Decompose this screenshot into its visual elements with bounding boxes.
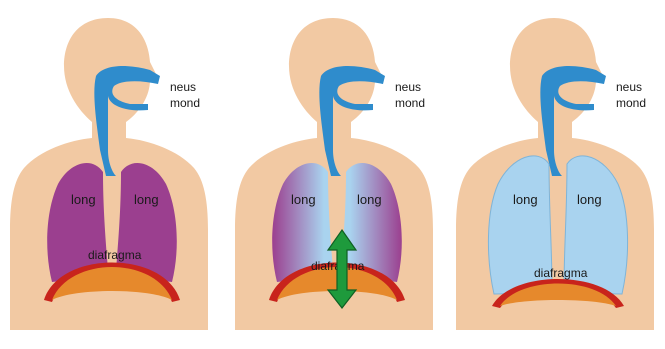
panel-transition: neus mond long long diafragma: [235, 18, 433, 330]
panel-exhale: neus mond long long diafragma: [10, 18, 208, 330]
mouth-label: mond: [616, 96, 646, 110]
nose-label: neus: [616, 80, 642, 94]
nose-label: neus: [170, 80, 196, 94]
mouth-label: mond: [170, 96, 200, 110]
lung-left-label: long: [291, 192, 316, 207]
lung-right-label: long: [357, 192, 382, 207]
lung-right-label: long: [577, 192, 602, 207]
panel-inhale: neus mond long long diafragma: [456, 18, 654, 330]
diaphragm-label: diafragma: [534, 266, 588, 280]
lung-right-label: long: [134, 192, 159, 207]
lung-left-label: long: [513, 192, 538, 207]
nose-label: neus: [395, 80, 421, 94]
diaphragm-label: diafragma: [88, 248, 142, 262]
lung-left-label: long: [71, 192, 96, 207]
mouth-label: mond: [395, 96, 425, 110]
